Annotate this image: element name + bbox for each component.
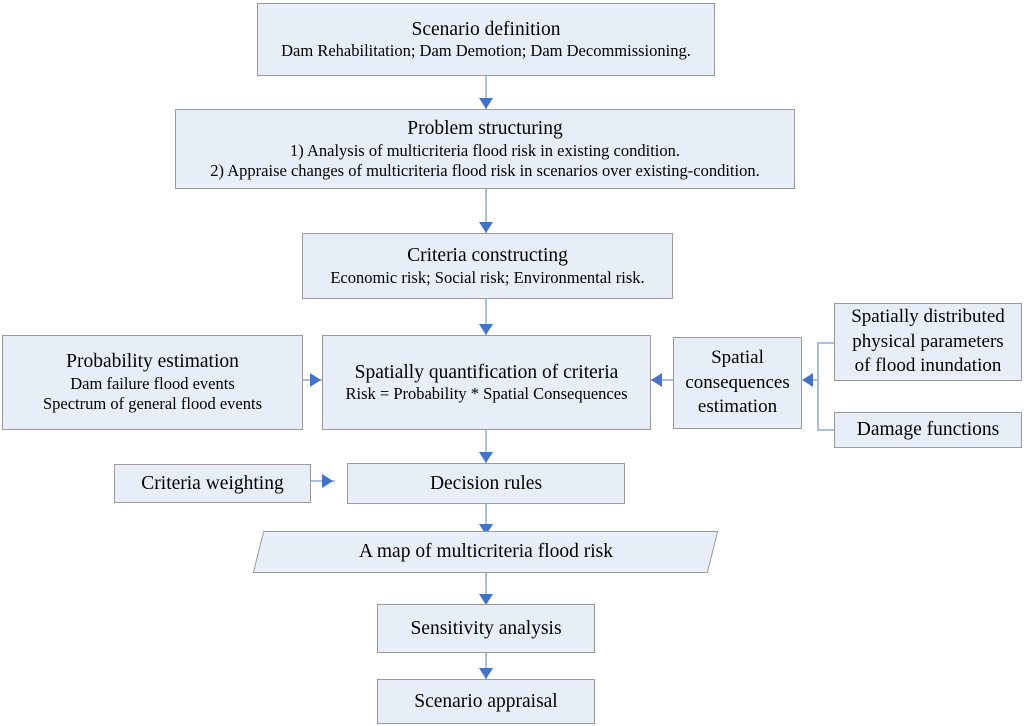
connector-consequences-to-quantification <box>651 379 673 381</box>
node-criteria-weighting[interactable]: Criteria weighting <box>114 464 311 503</box>
arrowhead-consequences-to-quantification <box>651 373 662 387</box>
arrowhead-probability-to-quantification <box>310 373 321 387</box>
scenario-appraisal-label: Scenario appraisal <box>414 690 558 712</box>
physical-parameters-line-1: Spatially distributed <box>851 305 1005 327</box>
arrowhead-problem-to-criteria <box>479 222 493 233</box>
probability-estimation-line-2: Spectrum of general flood events <box>42 394 262 414</box>
node-probability-estimation[interactable]: Probability estimation Dam failure flood… <box>2 335 303 430</box>
node-criteria-constructing[interactable]: Criteria constructing Economic risk; Soc… <box>302 233 673 299</box>
sensitivity-analysis-label: Sensitivity analysis <box>410 617 562 639</box>
problem-structuring-line-1: 1) Analysis of multicriteria flood risk … <box>290 140 680 160</box>
arrowhead-quantification-to-decision <box>479 452 493 463</box>
node-scenario-appraisal[interactable]: Scenario appraisal <box>377 679 595 724</box>
connector-decision-to-map <box>485 503 487 536</box>
arrowhead-map-to-sensitivity <box>479 594 493 605</box>
physical-parameters-line-2: physical parameters <box>852 330 1004 352</box>
physical-parameters-line-3: of flood inundation <box>854 355 1002 377</box>
node-problem-structuring[interactable]: Problem structuring 1) Analysis of multi… <box>175 109 795 189</box>
node-physical-parameters[interactable]: Spatially distributed physical parameter… <box>834 303 1022 381</box>
connector-physical-params-stub <box>818 342 834 344</box>
scenario-definition-heading: Scenario definition <box>411 18 561 40</box>
scenario-definition-detail: Dam Rehabilitation; Dam Demotion; Dam De… <box>281 41 691 61</box>
probability-estimation-line-1: Dam failure flood events <box>70 374 235 394</box>
arrowhead-scenario-to-problem <box>479 98 493 109</box>
spatial-consequences-line-1: Spatial <box>711 346 764 368</box>
connector-sensitivity-to-appraisal <box>485 653 487 679</box>
node-decision-rules[interactable]: Decision rules <box>347 463 625 504</box>
criteria-constructing-heading: Criteria constructing <box>407 245 568 267</box>
arrowhead-sensitivity-to-appraisal <box>479 668 493 679</box>
spatial-quantification-heading: Spatially quantification of criteria <box>354 361 619 383</box>
probability-estimation-heading: Probability estimation <box>66 351 239 373</box>
risk-map-label: A map of multicriteria flood risk <box>358 541 613 562</box>
arrowhead-criteria-to-quantification <box>479 324 493 335</box>
node-spatial-quantification[interactable]: Spatially quantification of criteria Ris… <box>322 335 651 430</box>
connector-scenario-to-problem <box>485 76 487 109</box>
connector-quantification-to-decision <box>485 430 487 464</box>
node-damage-functions[interactable]: Damage functions <box>834 412 1022 448</box>
node-scenario-definition[interactable]: Scenario definition Dam Rehabilitation; … <box>257 3 715 76</box>
arrowhead-decision-to-map <box>479 524 493 535</box>
node-risk-map[interactable]: A map of multicriteria flood risk <box>252 531 719 573</box>
spatial-quantification-detail: Risk = Probability * Spatial Consequence… <box>345 384 628 404</box>
problem-structuring-heading: Problem structuring <box>407 117 563 139</box>
arrowhead-weighting-to-decision <box>322 474 333 488</box>
damage-functions-label: Damage functions <box>856 419 1000 441</box>
spatial-consequences-line-3: estimation <box>697 396 778 418</box>
problem-structuring-line-2: 2) Appraise changes of multicriteria flo… <box>210 160 760 180</box>
criteria-constructing-detail: Economic risk; Social risk; Environmenta… <box>330 267 645 287</box>
criteria-weighting-label: Criteria weighting <box>141 472 284 494</box>
connector-damage-functions-stub <box>818 429 834 431</box>
connector-right-bracket-spine <box>817 342 819 431</box>
connector-map-to-sensitivity <box>485 572 487 604</box>
node-spatial-consequences-estimation[interactable]: Spatial consequences estimation <box>673 337 802 429</box>
decision-rules-label: Decision rules <box>429 472 543 494</box>
connector-problem-to-criteria <box>485 189 487 233</box>
spatial-consequences-line-2: consequences <box>685 371 790 393</box>
connector-criteria-to-quantification <box>485 299 487 335</box>
node-sensitivity-analysis[interactable]: Sensitivity analysis <box>377 604 595 653</box>
arrowhead-bracket-to-consequences <box>802 373 813 387</box>
